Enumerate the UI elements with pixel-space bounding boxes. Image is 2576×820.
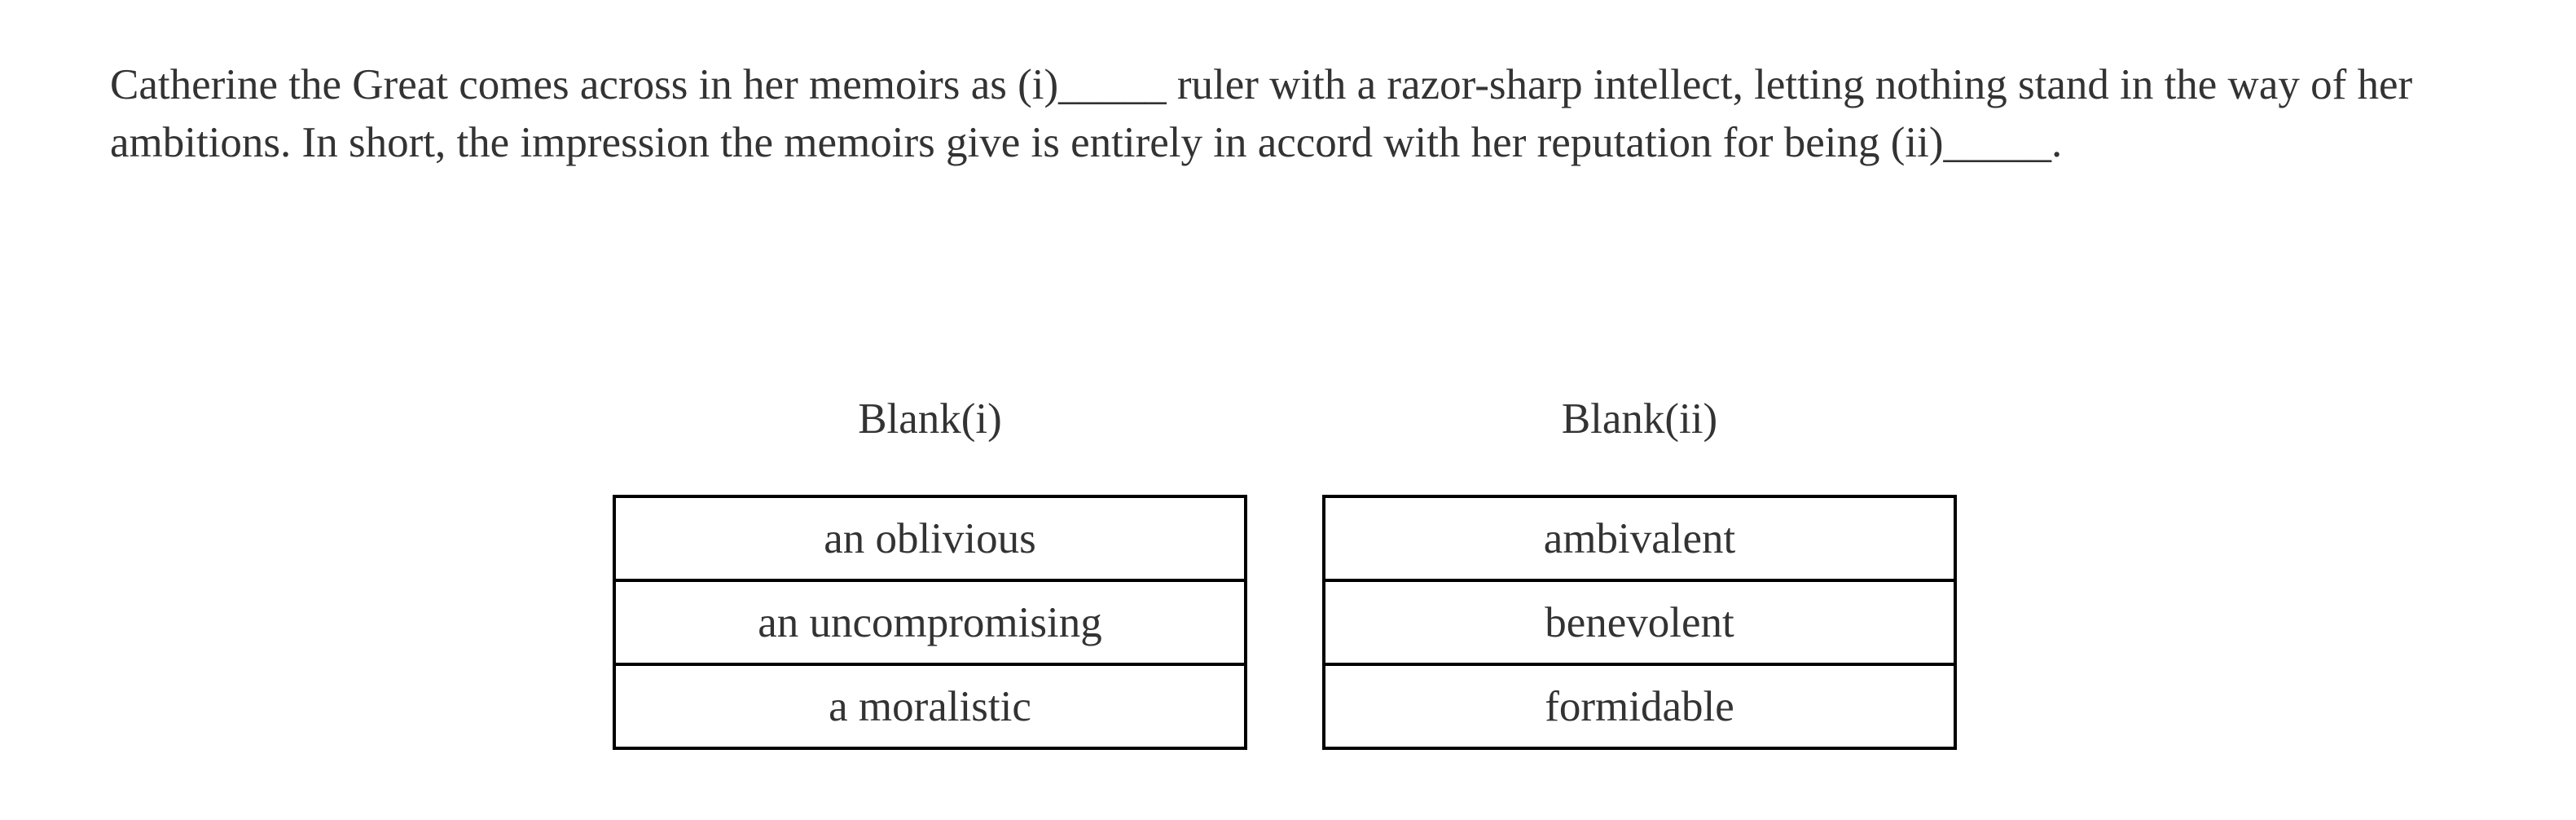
- blank-ii-option-3[interactable]: formidable: [1325, 666, 1954, 747]
- blank-ii-option-2[interactable]: benevolent: [1325, 582, 1954, 666]
- blank-i-option-1[interactable]: an oblivious: [616, 498, 1244, 582]
- blank-ii-options-table: ambivalent benevolent formidable: [1322, 495, 1957, 750]
- passage-text: Catherine the Great comes across in her …: [110, 61, 2413, 166]
- blank-ii-header: Blank(ii): [1561, 395, 1718, 443]
- blank-i-options-table: an oblivious an uncompromising a moralis…: [613, 495, 1247, 750]
- blank-i-column: Blank(i) an oblivious an uncompromising …: [613, 390, 1247, 750]
- blank-i-header: Blank(i): [858, 395, 1002, 443]
- blank-ii-option-1[interactable]: ambivalent: [1325, 498, 1954, 582]
- blank-ii-column: Blank(ii) ambivalent benevolent formidab…: [1322, 390, 1957, 750]
- blank-i-option-2[interactable]: an uncompromising: [616, 582, 1244, 666]
- blank-i-option-3[interactable]: a moralistic: [616, 666, 1244, 747]
